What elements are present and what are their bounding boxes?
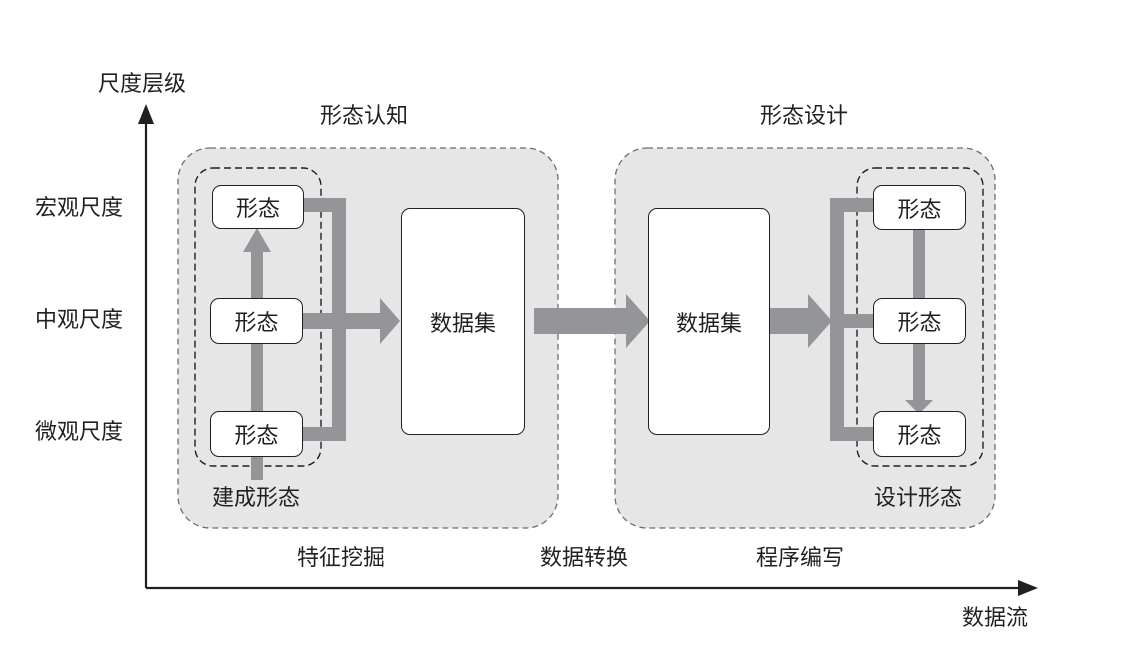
right-input-arrow-shaft xyxy=(768,308,810,334)
design-form-label: 设计形态 xyxy=(874,486,963,511)
y-axis-label: 尺度层级 xyxy=(98,72,187,97)
feature-mining-label: 特征挖掘 xyxy=(297,546,386,571)
programming-label: 程序编写 xyxy=(756,546,845,571)
x-axis-arrowhead xyxy=(1018,580,1038,596)
left-meso-form-node: 形态 xyxy=(210,298,303,344)
right-micro-form-node: 形态 xyxy=(873,411,966,457)
transform-arrow-shaft xyxy=(534,308,628,334)
right-dataset-box: 数据集 xyxy=(648,208,770,435)
left-panel-title: 形态认知 xyxy=(320,104,409,129)
right-panel-title: 形态设计 xyxy=(760,104,849,129)
right-meso-form-node: 形态 xyxy=(873,298,966,344)
data-transform-label: 数据转换 xyxy=(540,546,629,571)
y-axis-arrowhead xyxy=(138,104,154,124)
design-form-group-outline xyxy=(856,167,984,467)
right-branch-middle xyxy=(830,314,876,328)
right-branch-top xyxy=(830,198,876,212)
x-axis-label: 数据流 xyxy=(962,606,1029,631)
micro-scale-label: 微观尺度 xyxy=(35,420,124,445)
built-form-label: 建成形态 xyxy=(212,486,301,511)
transform-arrowhead xyxy=(626,294,650,348)
left-dataset-box: 数据集 xyxy=(401,208,525,435)
right-input-arrowhead xyxy=(808,294,832,348)
left-branch-middle xyxy=(302,313,382,329)
right-macro-form-node: 形态 xyxy=(873,185,966,230)
meso-scale-label: 中观尺度 xyxy=(35,308,124,333)
right-vertical-arrowhead xyxy=(905,400,933,414)
macro-scale-label: 宏观尺度 xyxy=(35,196,124,221)
left-vertical-arrowhead xyxy=(243,228,271,252)
right-branch-bottom xyxy=(830,427,876,441)
left-micro-form-node: 形态 xyxy=(210,411,303,457)
left-macro-form-node: 形态 xyxy=(212,185,304,229)
left-merge-arrowhead xyxy=(380,298,400,344)
